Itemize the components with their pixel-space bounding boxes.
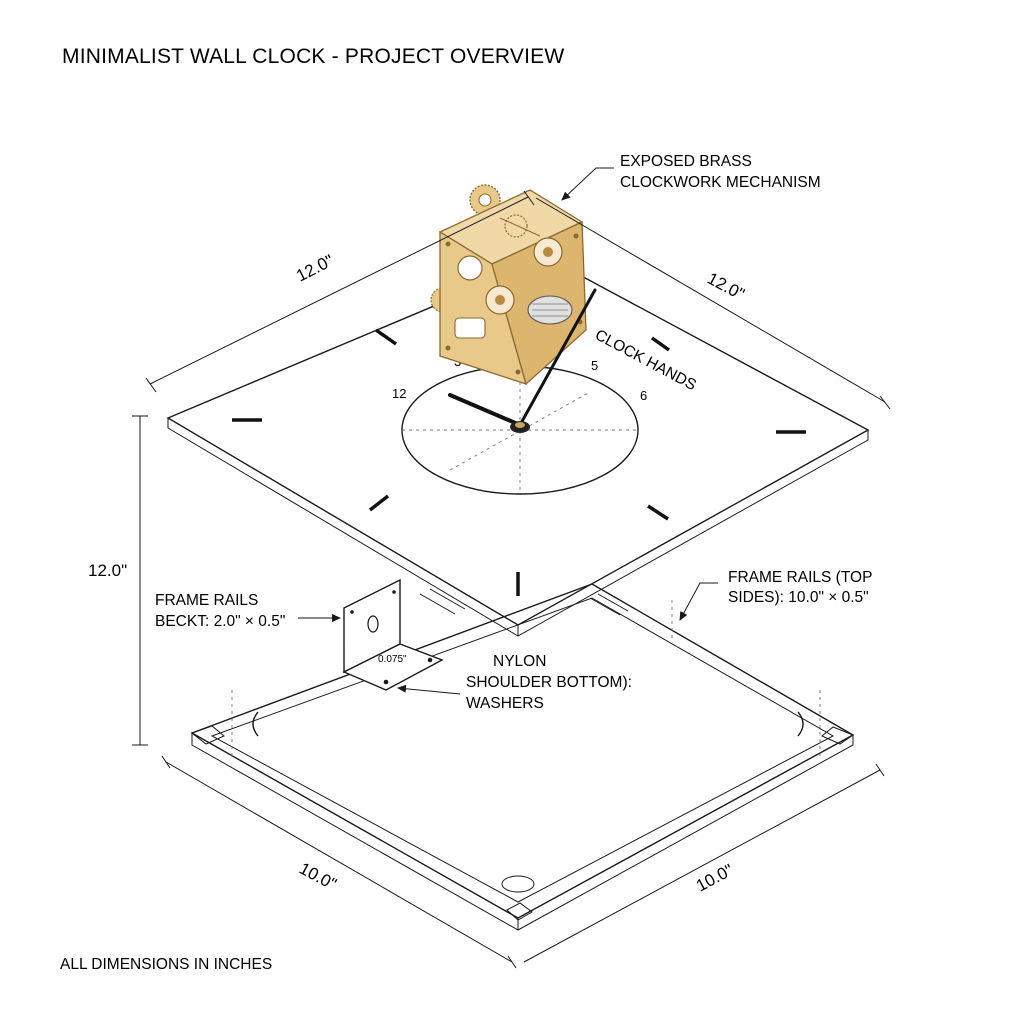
label-mechanism-line1: EXPOSED BRASS [620, 153, 752, 170]
callouts [298, 167, 718, 695]
clock-face-plate: 12 3 5 6 [166, 257, 870, 637]
label-rails-line2: SIDES): 10.0" × 0.5" [728, 589, 869, 606]
dim-face-right: 12.0" [704, 269, 747, 304]
dial-number-5: 5 [591, 358, 598, 373]
minute-hand [518, 288, 597, 427]
bracket-thickness: 0.075" [378, 654, 407, 665]
frame-bracket: 0.075" [342, 578, 444, 691]
hour-tick [368, 494, 390, 512]
frame-rails [190, 583, 855, 931]
hour-tick [650, 336, 671, 352]
hour-hand [448, 393, 522, 427]
page-title: MINIMALIST WALL CLOCK - PROJECT OVERVIEW [62, 45, 564, 68]
dimension-lines [132, 190, 891, 969]
clock-hands [448, 288, 597, 433]
label-washers-line3: WASHERS [466, 695, 544, 712]
dial-number-12: 12 [392, 386, 406, 401]
brass-mechanism [430, 184, 587, 386]
label-rails-line1: FRAME RAILS (TOP [728, 569, 872, 586]
footer-note: ALL DIMENSIONS IN INCHES [60, 956, 272, 973]
label-bracket-line1: FRAME RAILS [155, 592, 258, 609]
dim-frame-left: 10.0" [296, 859, 339, 894]
dial-number-6: 6 [640, 388, 647, 403]
hour-tick [647, 504, 669, 521]
hour-tick [374, 328, 398, 346]
label-bracket-line2: BECKT: 2.0" × 0.5" [155, 613, 285, 630]
label-washers-line2: SHOULDER BOTTOM): [466, 674, 632, 691]
label-washers-line1: NYLON [493, 653, 546, 670]
label-clock-hands: CLOCK HANDS [592, 327, 699, 395]
label-mechanism-line2: CLOCKWORK MECHANISM [620, 174, 821, 191]
dim-frame-right: 10.0" [693, 860, 736, 895]
dim-height: 12.0" [88, 561, 127, 580]
dim-face-left: 12.0" [293, 251, 336, 286]
